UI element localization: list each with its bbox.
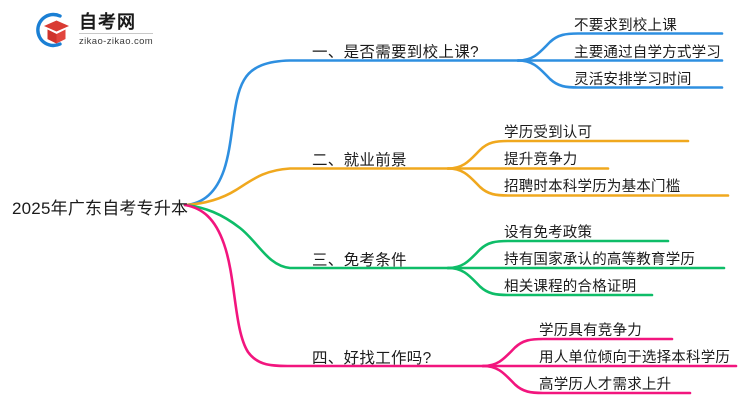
logo-domain: zikao-zikao.com <box>79 36 154 48</box>
leaf-node-1-2[interactable]: 主要通过自学方式学习 <box>574 45 721 61</box>
leaf-node-3-1[interactable]: 设有免考政策 <box>504 225 593 241</box>
leaf-node-2-3[interactable]: 招聘时本科学历为基本门槛 <box>504 179 681 195</box>
topic-node-4[interactable]: 四、好找工作吗? <box>312 350 432 367</box>
leaf-node-4-3[interactable]: 高学历人才需求上升 <box>539 377 672 393</box>
logo-title: 自考网 <box>79 13 154 35</box>
leaf-node-2-2[interactable]: 提升竞争力 <box>504 152 578 168</box>
leaf-node-4-2[interactable]: 用人单位倾向于选择本科学历 <box>539 350 731 366</box>
graduation-cap-icon <box>30 9 72 51</box>
leaf-node-4-1[interactable]: 学历具有竞争力 <box>539 323 642 339</box>
topic-node-3[interactable]: 三、免考条件 <box>312 252 407 269</box>
leaf-node-2-1[interactable]: 学历受到认可 <box>504 125 593 141</box>
site-logo: 自考网 zikao-zikao.com <box>30 8 220 52</box>
topic-node-1[interactable]: 一、是否需要到校上课? <box>312 44 479 61</box>
mindmap-root-node[interactable]: 2025年广东自考专升本 <box>12 199 189 218</box>
leaf-node-3-2[interactable]: 持有国家承认的高等教育学历 <box>504 252 696 268</box>
leaf-node-1-1[interactable]: 不要求到校上课 <box>574 18 677 34</box>
leaf-node-3-3[interactable]: 相关课程的合格证明 <box>504 279 637 295</box>
leaf-node-1-3[interactable]: 灵活安排学习时间 <box>574 72 692 88</box>
topic-node-2[interactable]: 二、就业前景 <box>312 152 407 169</box>
logo-text: 自考网 zikao-zikao.com <box>79 13 154 48</box>
